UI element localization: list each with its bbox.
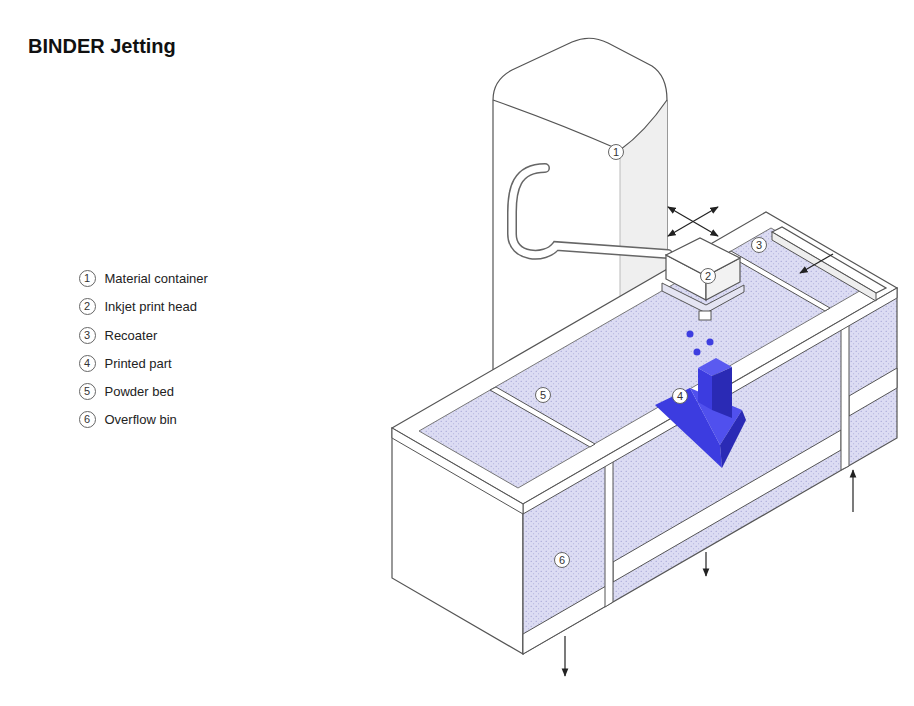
binder-droplet [687, 331, 694, 338]
supply-tube-outline [512, 168, 668, 255]
callout-number: 4 [673, 389, 687, 403]
diagram-title: BINDER Jetting [28, 35, 176, 58]
nozzle [699, 311, 711, 320]
callout-number: 1 [609, 145, 623, 159]
callout-number: 4 [672, 388, 688, 404]
part-face [720, 410, 746, 468]
callout-number: 2 [80, 299, 95, 314]
key-number: 2Inkjet print head [79, 298, 96, 315]
callout-number: 2 [700, 268, 716, 284]
callout-number: 3 [80, 328, 95, 343]
inkjet-print-head [662, 238, 744, 320]
platform-arrow [564, 636, 565, 676]
partition-wall [605, 452, 613, 607]
motion-arrow [668, 207, 718, 236]
printed-part [655, 358, 746, 468]
callout-number: 6 [555, 553, 569, 567]
part-name: Recoater [105, 328, 158, 343]
recoater-arrow [800, 254, 833, 273]
recoater-bar [772, 227, 886, 293]
key-number: 3Recoater [79, 327, 96, 344]
supply-tube [512, 168, 668, 255]
powder-bed-surface [419, 228, 870, 488]
container-top-edge [493, 100, 667, 150]
key-number: 1Material container [79, 270, 96, 287]
callout-number: 1 [608, 144, 624, 160]
callout-number: 5 [80, 384, 95, 399]
key-number: 4Printed part [79, 355, 96, 372]
callout-number: 3 [751, 237, 767, 253]
callout-number: 4 [80, 356, 95, 371]
partition-top [490, 387, 595, 447]
callout-number: 6 [80, 412, 95, 427]
binder-droplet [707, 339, 714, 346]
tray-rim [392, 212, 897, 504]
recoater-bar-side [772, 232, 876, 301]
feed-platform [849, 368, 897, 416]
callout-number: 3 [752, 238, 766, 252]
platform-arrow [705, 552, 706, 576]
key-number: 5Powder bed [79, 383, 96, 400]
partition-wall [841, 316, 849, 470]
binder-droplet [694, 349, 701, 356]
part-name: Printed part [105, 356, 172, 371]
part-name: Powder bed [105, 384, 174, 399]
part-name: Material container [105, 271, 208, 286]
callout-number: 1 [80, 271, 95, 286]
callout-number: 6 [554, 552, 570, 568]
part-face [712, 367, 732, 418]
callout-number: 5 [535, 387, 551, 403]
part-name: Overflow bin [105, 412, 177, 427]
part-name: Inkjet print head [105, 299, 198, 314]
platform-arrow [852, 470, 853, 512]
key-number: 6Overflow bin [79, 411, 96, 428]
callout-number: 5 [536, 388, 550, 402]
motion-arrow [668, 207, 718, 236]
callout-number: 2 [701, 269, 715, 283]
